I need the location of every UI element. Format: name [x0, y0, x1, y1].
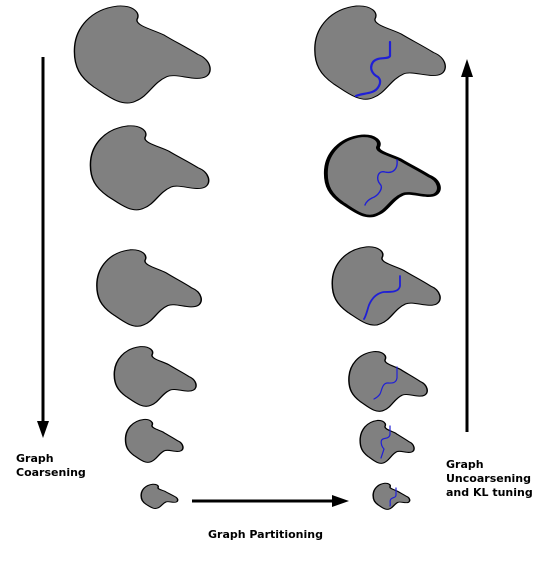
partition-boundary-level-2 [364, 159, 398, 206]
refined-graph-level-3 [332, 247, 440, 325]
coarsening-levels [74, 6, 210, 509]
refined-graph-level-6 [373, 483, 410, 509]
coarsening-label-line-1: Graph [16, 452, 54, 465]
coarse-graph-level-1 [74, 6, 210, 103]
refined-graph-level-2 [326, 136, 439, 216]
uncoarsening-label-line-2: Uncoarsening [446, 472, 532, 485]
partitioning-arrowhead [332, 495, 349, 507]
refined-graph-level-5 [360, 420, 414, 463]
partition-boundary-level-1 [354, 40, 392, 98]
partition-boundary-level-6 [389, 487, 397, 507]
refined-graph-level-4 [349, 352, 427, 412]
partition-boundaries [354, 40, 401, 507]
uncoarsening-label-line-3: and KL tuning [446, 486, 533, 499]
coarse-graph-level-3 [97, 250, 201, 327]
partition-boundary-level-3 [363, 275, 401, 320]
partition-boundary-level-4 [373, 366, 398, 400]
coarsening-arrowhead [37, 421, 49, 438]
uncoarsening-label-line-1: Graph [446, 458, 484, 471]
coarsening-label: Graph Coarsening [16, 452, 86, 480]
arrows [37, 57, 473, 507]
partitioning-label: Graph Partitioning [208, 528, 323, 541]
coarse-graph-level-4 [114, 347, 196, 407]
uncoarsening-label: Graph Uncoarsening and KL tuning [446, 458, 533, 500]
coarse-graph-level-6 [141, 484, 178, 508]
coarsening-label-line-2: Coarsening [16, 466, 86, 479]
coarse-graph-level-2 [90, 126, 208, 210]
uncoarsening-arrowhead [461, 59, 473, 77]
partition-boundary-level-5 [380, 425, 391, 459]
coarse-graph-level-5 [126, 419, 183, 462]
